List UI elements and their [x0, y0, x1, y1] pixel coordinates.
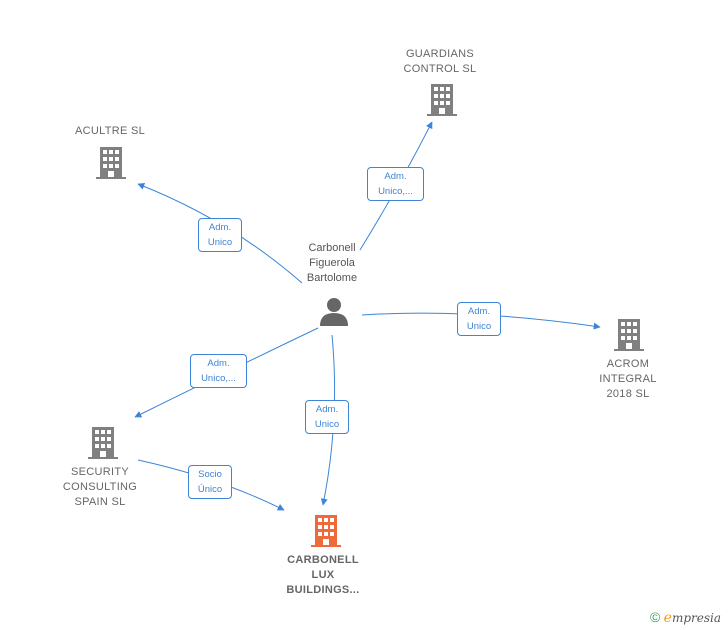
node-label-security[interactable]: SECURITY CONSULTING SPAIN SL: [45, 465, 155, 510]
edge-label-line: Unico: [314, 419, 340, 430]
edge-label-line: Unico: [207, 237, 233, 248]
node-label-line: GUARDIANS: [405, 48, 475, 60]
building-icon-guardians: [427, 84, 457, 116]
edge-label-line: Unico,...: [378, 186, 413, 197]
node-label-line: Bartolome: [306, 272, 358, 284]
edge-label-line: Adm.: [384, 171, 407, 182]
edge-label-line: Adm.: [467, 306, 491, 317]
edge-label-line: Unico: [466, 321, 492, 332]
node-label-line: CONSULTING: [62, 481, 138, 493]
node-label-line: ACULTRE SL: [74, 125, 146, 137]
node-label-line: 2018 SL: [606, 388, 650, 400]
node-label-line: BUILDINGS...: [286, 584, 360, 596]
person-icon: [320, 298, 348, 326]
edge-label-to-acultre[interactable]: Adm. Unico: [198, 218, 242, 252]
node-label-line: INTEGRAL: [599, 373, 657, 385]
copyright-icon: ©: [650, 609, 661, 625]
node-label-guardians[interactable]: GUARDIANS CONTROL SL: [380, 47, 500, 77]
edge-label-security-to-carbonell-lux[interactable]: Socio Único: [188, 465, 232, 499]
node-label-line: Carbonell: [308, 242, 356, 254]
node-label-line: Figuerola: [309, 257, 355, 269]
edge-label-line: Adm.: [315, 404, 339, 415]
node-label-carbonell-lux[interactable]: CARBONELL LUX BUILDINGS...: [268, 553, 378, 598]
edge-label-to-security[interactable]: Adm. Unico,...: [190, 354, 247, 388]
node-label-acrom[interactable]: ACROM INTEGRAL 2018 SL: [578, 357, 678, 402]
node-label-line: ACROM: [606, 358, 650, 370]
node-label-line: LUX: [311, 569, 335, 581]
node-label-line: CONTROL SL: [403, 63, 477, 75]
brand-logo-initial: e: [663, 610, 672, 626]
edge-label-to-acrom[interactable]: Adm. Unico: [457, 302, 501, 336]
node-label-line: CARBONELL: [287, 554, 359, 566]
node-label-line: SPAIN SL: [74, 496, 126, 508]
building-icon-acrom: [614, 319, 644, 351]
edge-label-line: Adm.: [207, 358, 230, 369]
edge-label-to-guardians[interactable]: Adm. Unico,...: [367, 167, 424, 201]
building-icon-carbonell-lux: [311, 515, 341, 547]
brand-logo-text: mpresia: [671, 611, 722, 625]
edge-label-line: Unico,...: [201, 373, 236, 384]
node-label-person[interactable]: Carbonell Figuerola Bartolome: [282, 241, 382, 286]
node-label-acultre[interactable]: ACULTRE SL: [50, 124, 170, 139]
edge-label-line: Socio: [198, 469, 222, 480]
copyright-brand[interactable]: © empresia: [650, 609, 721, 626]
building-icon-security: [88, 427, 118, 459]
building-icon-acultre: [96, 147, 126, 179]
edge-label-line: Único: [197, 484, 223, 495]
node-label-line: SECURITY: [70, 466, 130, 478]
edge-label-line: Adm.: [208, 222, 232, 233]
edge-label-to-carbonell-lux[interactable]: Adm. Unico: [305, 400, 349, 434]
